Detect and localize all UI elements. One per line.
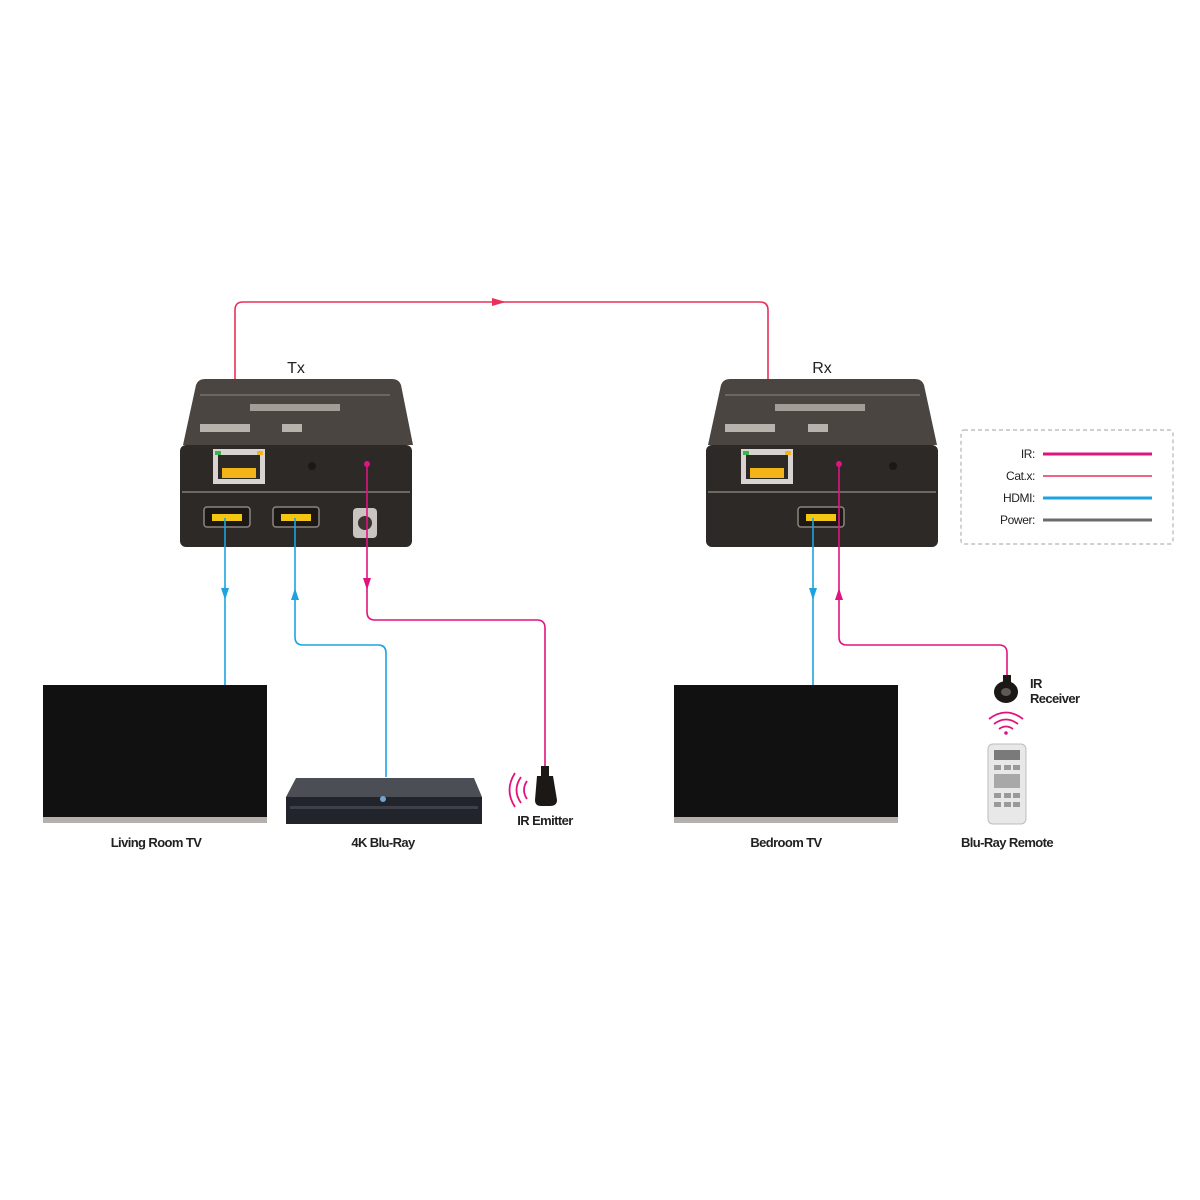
rx-title: Rx [812,360,832,377]
blu-ray-caption: 4K Blu-Ray [351,835,416,850]
tx-ir-to-emitter-cable [363,461,546,768]
blu-ray-to-tx-hdmi-cable [291,518,387,777]
tx-unit [180,379,413,547]
legend: IR: Cat.x: HDMI: Power: [960,429,1174,545]
legend-frame [960,429,1174,545]
catx-cable [234,298,769,463]
tx-led [308,462,316,470]
tx-hdmi-out-port [203,506,251,528]
blu-ray-power-led [380,796,386,802]
bedroom-tv-caption: Bedroom TV [750,835,822,850]
tx-hdmi-in-port [272,506,320,528]
wifi-signal-icon [988,711,1024,735]
legend-label-power: Power: [1000,513,1035,527]
rx-led [889,462,897,470]
legend-label-ir: IR: [1021,447,1035,461]
tx-hdmi-to-living-room-tv-cable [221,518,229,686]
ir-receiver [994,675,1018,703]
blu-ray-remote-caption: Blu-Ray Remote [961,835,1053,850]
rx-hdmi-out-port [797,506,845,528]
ir-emitter-caption: IR Emitter [517,813,573,828]
ir-receiver-caption-line1: IR [1030,676,1043,691]
rx-unit [706,379,938,547]
blu-ray-player [286,778,482,824]
rx-label-strip [775,404,865,411]
tx-title: Tx [287,360,305,377]
ir-emitter [508,766,557,808]
legend-label-hdmi: HDMI: [1003,491,1035,505]
tx-power-port [353,508,377,538]
ir-emitter-signal-icon [508,772,528,808]
blu-ray-remote [987,743,1027,825]
rx-front-panel [706,445,938,547]
rx-hdmi-to-bedroom-tv-cable [809,518,817,686]
living-room-tv [43,685,267,823]
legend-label-catx: Cat.x: [1006,469,1035,483]
living-room-tv-caption: Living Room TV [111,835,202,850]
ir-receiver-caption-line2: Receiver [1030,691,1080,706]
ir-receiver-to-rx-cable [835,461,1008,678]
bedroom-tv [674,685,898,823]
tx-label-strip [250,404,340,411]
catx-direction-arrow [492,298,506,306]
